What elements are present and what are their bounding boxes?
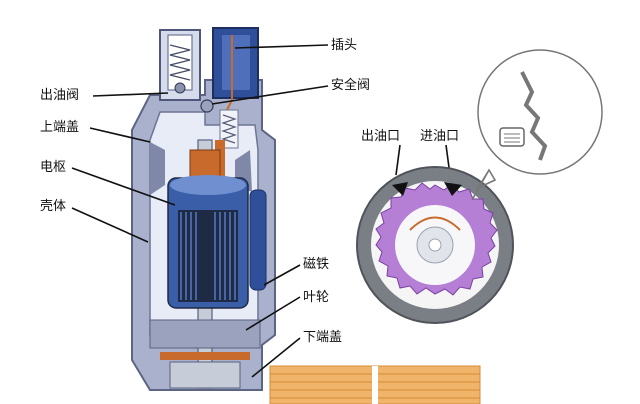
pump-section-view [356,166,514,324]
leader-lines [71,44,451,378]
outlet-port [392,182,408,196]
label-armature: 电枢 [40,160,66,175]
impeller [160,352,250,360]
bottom-strip [269,365,481,404]
label-lower-cap: 下端盖 [303,330,342,345]
label-magnet: 磁铁 [303,257,329,272]
label-plug: 插头 [331,38,357,53]
magnet [249,189,267,291]
label-outlet-valve: 出油阀 [40,88,79,103]
pump-cross-section [131,27,276,391]
label-oil-inlet: 进油口 [420,129,459,144]
label-safety-valve: 安全阀 [331,77,370,93]
label-impeller: 叶轮 [303,290,329,305]
safety-valve [200,99,214,113]
detail-magnifier [471,49,603,201]
outlet-valve-spring [169,44,191,81]
labels: 出油阀 上端盖 电枢 壳体 插头 安全阀 磁铁 叶轮 下端盖 出油口 进油口 [40,38,459,345]
label-housing: 壳体 [40,199,66,214]
lower-cap [149,319,261,349]
label-upper-cap: 上端盖 [40,120,79,135]
label-oil-outlet: 出油口 [361,129,400,144]
upper-cap [150,142,165,195]
inlet-port [444,182,462,196]
armature-windings [180,212,236,300]
detail-teeth [520,71,548,161]
detail-pointer [471,168,497,201]
plug-wire [225,35,233,113]
